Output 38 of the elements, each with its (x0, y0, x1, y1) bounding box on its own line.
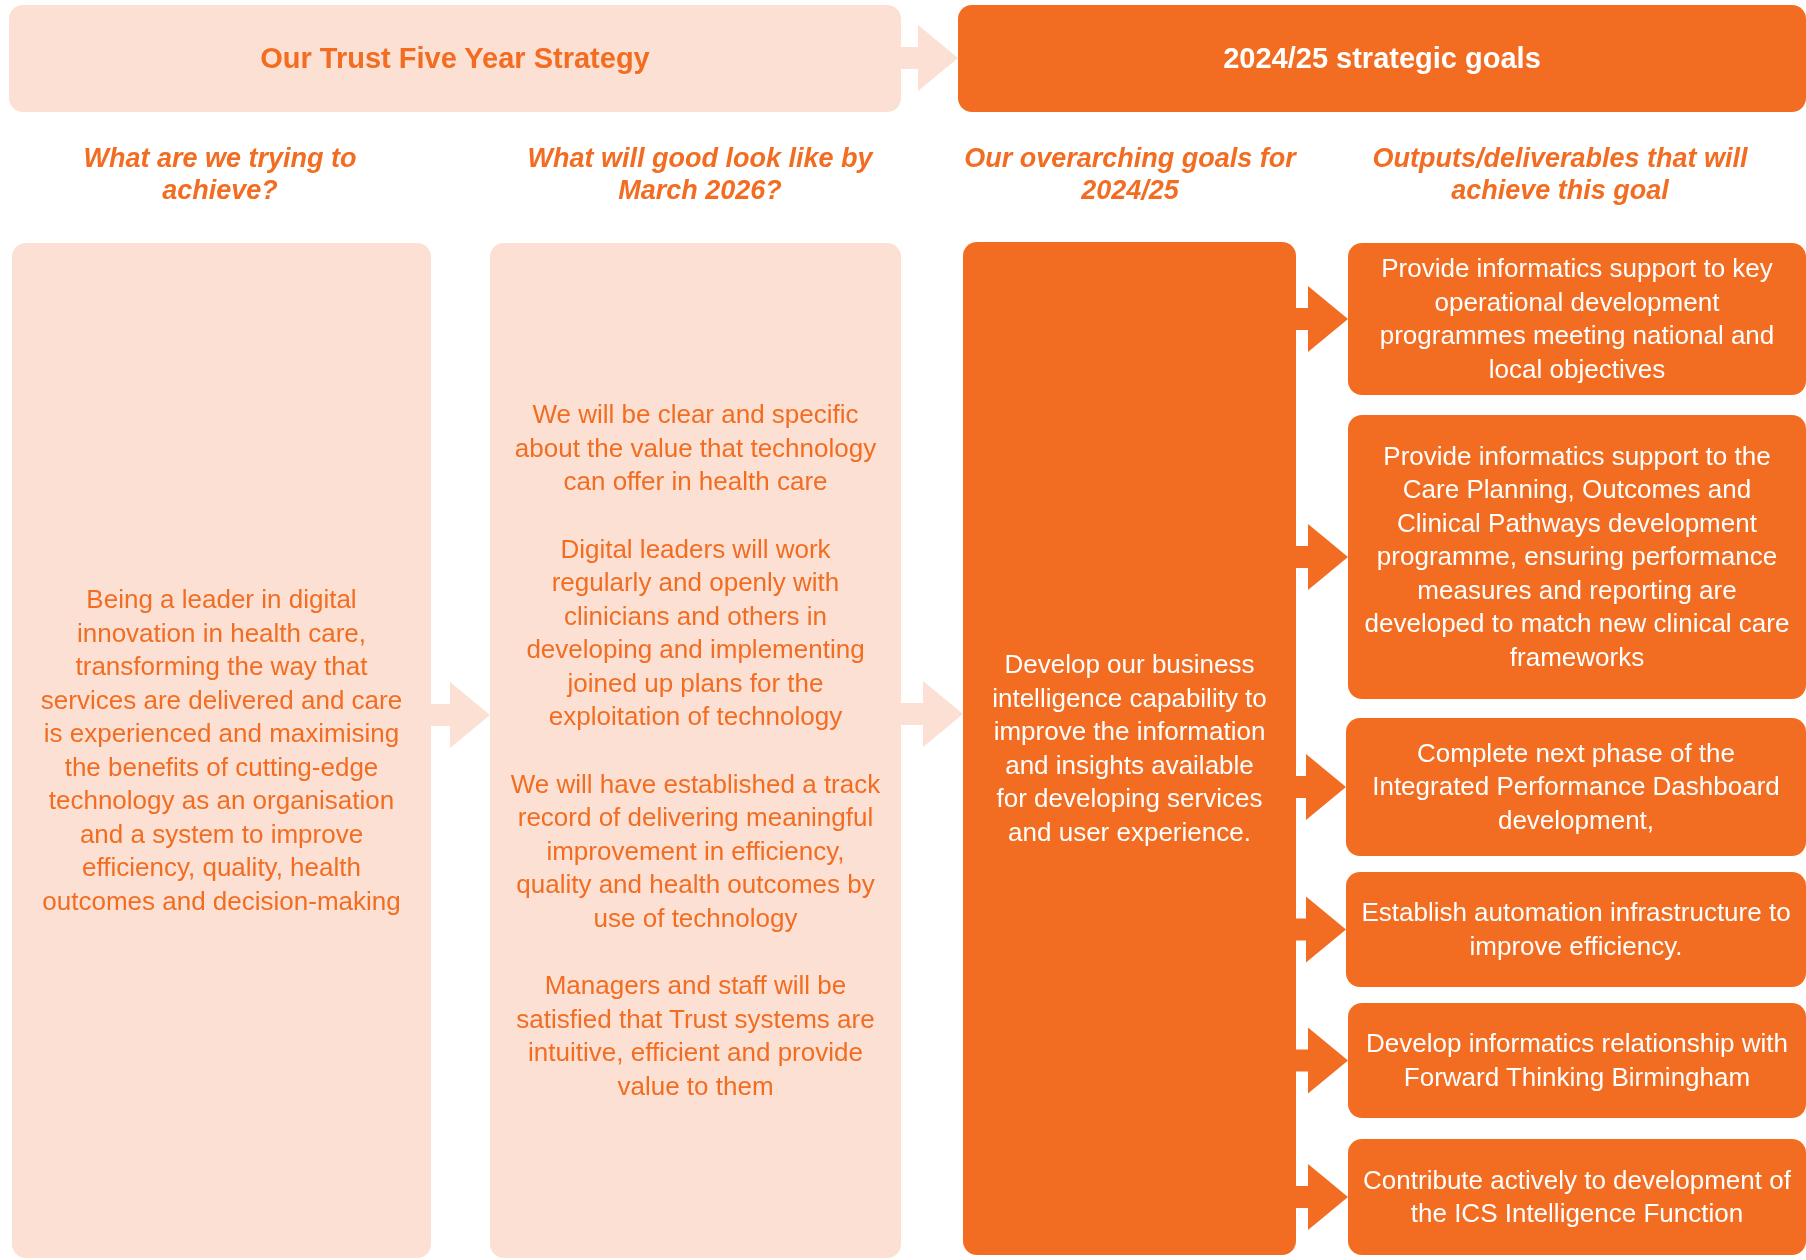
block-arrow (1296, 896, 1346, 963)
banner-title: 2024/25 strategic goals (1223, 41, 1541, 76)
goals-banner (958, 5, 1806, 112)
block-arrow (901, 25, 958, 91)
body-text: Develop our business intelligence capability to improve the information and insights available for developing services and user experience. (991, 648, 1268, 849)
column-heading: Outputs/deliverables that will achieve this goal (1371, 142, 1749, 206)
body-text: Provide informatics support to the Care Planning, Outcomes and Clinical Pathways development programme, ensuring performance measures and reporting are developed to match new clinical care frameworks (1363, 439, 1791, 674)
deliverable-box (1348, 243, 1806, 395)
column-heading: What are we trying to achieve? (82, 142, 358, 206)
banner-title: Our Trust Five Year Strategy (260, 41, 650, 76)
deliverable-box (1348, 1003, 1806, 1118)
outcomes-panel (490, 243, 901, 1258)
goal-panel (963, 242, 1296, 1255)
deliverable-box (1346, 718, 1806, 856)
aim-panel (12, 243, 431, 1258)
deliverable-box (1346, 872, 1806, 987)
body-text: We will be clear and specific about the value that technology can offer in health care (513, 398, 878, 498)
strategy-banner (9, 5, 901, 112)
deliverable-box (1348, 1139, 1806, 1255)
column-heading: Our overarching goals for 2024/25 (963, 142, 1298, 206)
body-text: Provide informatics support to key operational development programmes meeting national and local objectives (1378, 252, 1776, 386)
block-arrow (1296, 524, 1348, 590)
body-text: Contribute actively to development of the ICS Intelligence Function (1362, 1163, 1792, 1230)
body-text: Develop informatics relationship with Forward Thinking Birmingham (1365, 1027, 1789, 1094)
body-text: We will have established a track record of delivering meaningful improvement in efficiency, quality and health outcomes by use of technology (510, 767, 881, 935)
block-arrow (431, 682, 490, 748)
block-arrow (901, 681, 963, 747)
body-text: Complete next phase of the Integrated Performance Dashboard development, (1371, 736, 1781, 837)
column-heading: What will good look like by March 2026? (526, 142, 875, 206)
deliverable-box (1348, 415, 1806, 699)
block-arrow (1296, 1164, 1348, 1230)
block-arrow (1296, 1027, 1348, 1094)
body-text: Managers and staff will be satisfied that Trust systems are intuitive, efficient and provide value to them (515, 969, 876, 1103)
body-text: Establish automation infrastructure to improve efficiency. (1360, 896, 1792, 963)
block-arrow (1296, 754, 1346, 820)
body-text: Digital leaders will work regularly and openly with clinicians and others in developing and implementing joined up plans for the exploitation of technology (525, 532, 866, 733)
body-text: Being a leader in digital innovation in health care, transforming the way that services are delivered and care is experienced and maximising the benefits of cutting-edge technology as an organisation and a system to improve efficiency, quality, health outcomes and decision-making (39, 583, 404, 918)
block-arrow (1296, 286, 1348, 352)
